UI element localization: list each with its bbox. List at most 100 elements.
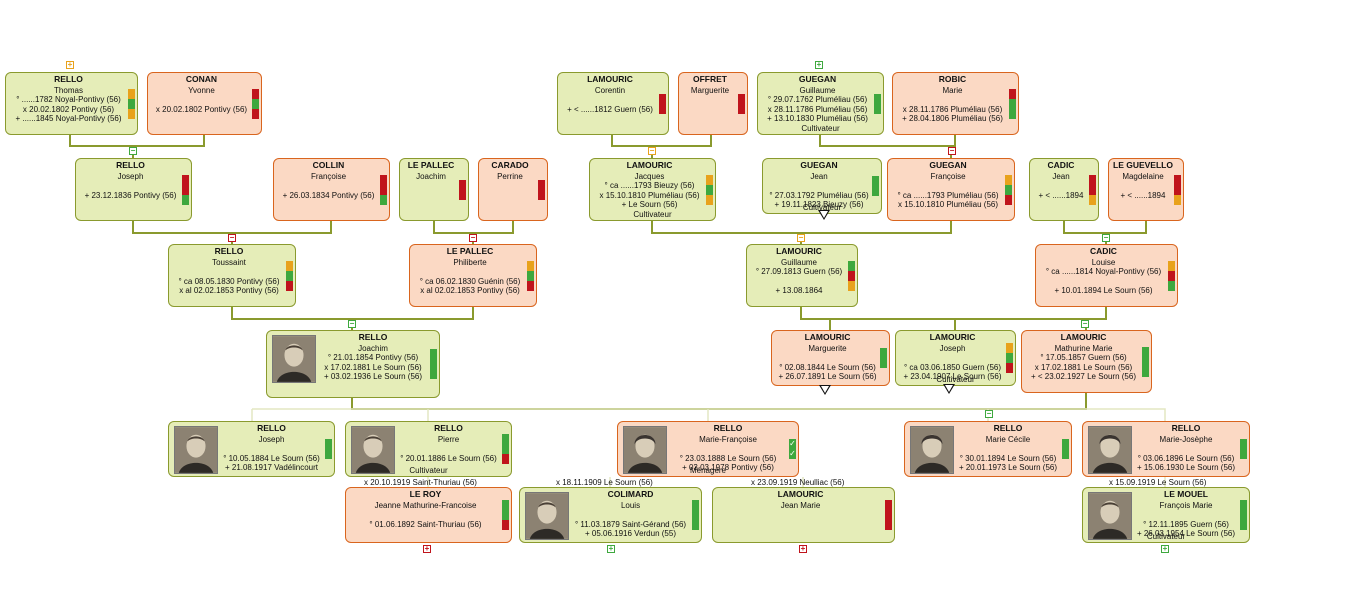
connector-line xyxy=(800,307,1107,320)
person-surname: RELLO xyxy=(993,423,1023,433)
collapse-toggle-icon[interactable]: − xyxy=(228,233,236,242)
portrait-photo xyxy=(623,426,667,474)
person-surname: LE GUEVELLO xyxy=(1113,160,1173,170)
collapse-toggle-icon[interactable]: − xyxy=(948,146,956,155)
status-red-marker xyxy=(659,103,666,114)
person-surname: RELLO xyxy=(1171,423,1201,433)
status-orange-marker xyxy=(1168,260,1175,271)
collapse-toggle-icon[interactable]: − xyxy=(648,146,656,155)
status-red-marker xyxy=(1174,174,1181,185)
person-occupation: Cultivateur xyxy=(409,465,448,475)
collapse-toggle-icon[interactable]: − xyxy=(348,319,356,328)
status-red-marker xyxy=(252,88,259,99)
source-status-markers xyxy=(1168,260,1175,291)
connector-line xyxy=(351,386,1087,410)
collapse-toggle-icon[interactable]: − xyxy=(1081,319,1089,328)
expand-toggle-icon[interactable]: + xyxy=(799,544,807,553)
status-red-marker xyxy=(502,454,509,464)
marriage-label: x 15.09.1919 Le Sourn (56) xyxy=(1109,478,1207,487)
person-event: x 15.10.1810 Pluméliau (56) xyxy=(599,190,700,200)
connector-line xyxy=(611,135,712,147)
person-event: x 17.02.1881 Le Sourn (56) xyxy=(1034,362,1133,372)
person-event: + ......1845 Noyal-Pontivy (56) xyxy=(15,114,122,123)
person-event: x al 02.02.1853 Pontivy (56) xyxy=(420,286,520,295)
connector-line xyxy=(132,221,332,234)
portrait-photo xyxy=(1088,492,1132,540)
person-event xyxy=(751,277,847,287)
person-event: + < ......1812 Guern (56) xyxy=(567,104,653,114)
more-children-arrow-icon[interactable] xyxy=(819,385,831,395)
person-event: ° 10.05.1884 Le Sourn (56) xyxy=(223,453,320,463)
status-red-marker xyxy=(182,174,189,185)
status-red-marker xyxy=(659,93,666,104)
expand-toggle-icon[interactable]: + xyxy=(66,60,74,69)
status-green-marker xyxy=(1006,353,1013,363)
expand-toggle-icon[interactable]: + xyxy=(423,544,431,553)
more-children-arrow-icon[interactable] xyxy=(943,384,955,394)
expand-toggle-icon[interactable]: + xyxy=(1161,544,1169,553)
person-surname: LAMOURIC xyxy=(776,246,822,256)
collapse-toggle-icon[interactable]: − xyxy=(129,146,137,155)
person-event: ° 01.06.1892 Saint-Thuriau (56) xyxy=(369,519,482,529)
person-event: + 20.01.1973 Le Sourn (56) xyxy=(958,463,1058,472)
person-first-name: Joseph xyxy=(117,171,144,181)
collapse-toggle-icon[interactable]: − xyxy=(985,409,993,418)
person-event: + 26.03.1954 Le Sourn (56) xyxy=(1136,529,1236,538)
status-green-marker xyxy=(1142,346,1149,357)
person-first-name: Pierre xyxy=(437,434,460,444)
more-children-arrow-icon[interactable] xyxy=(818,210,830,220)
spacer xyxy=(562,95,658,105)
status-green-marker xyxy=(502,444,509,454)
source-status-markers xyxy=(1006,343,1013,373)
source-status-markers xyxy=(1142,346,1149,377)
collapse-toggle-icon[interactable]: − xyxy=(469,233,477,242)
spacer xyxy=(717,510,884,520)
person-surname: OFFRET xyxy=(693,74,727,84)
collapse-toggle-icon[interactable]: − xyxy=(1102,233,1110,242)
connector-line xyxy=(231,307,474,320)
status-red-marker xyxy=(1089,184,1096,195)
collapse-toggle-icon[interactable]: − xyxy=(797,233,805,242)
source-status-markers xyxy=(502,500,509,530)
person-first-name: Jacques xyxy=(634,171,665,181)
portrait-photo xyxy=(1088,426,1132,474)
person-event: + < 23.02.1927 Le Sourn (56) xyxy=(1031,372,1136,381)
person-surname: LAMOURIC xyxy=(1060,332,1107,342)
person-first-name: Mathurine Marie xyxy=(1054,343,1113,353)
expand-toggle-icon[interactable]: + xyxy=(815,60,823,69)
expand-toggle-icon[interactable]: + xyxy=(607,544,615,553)
